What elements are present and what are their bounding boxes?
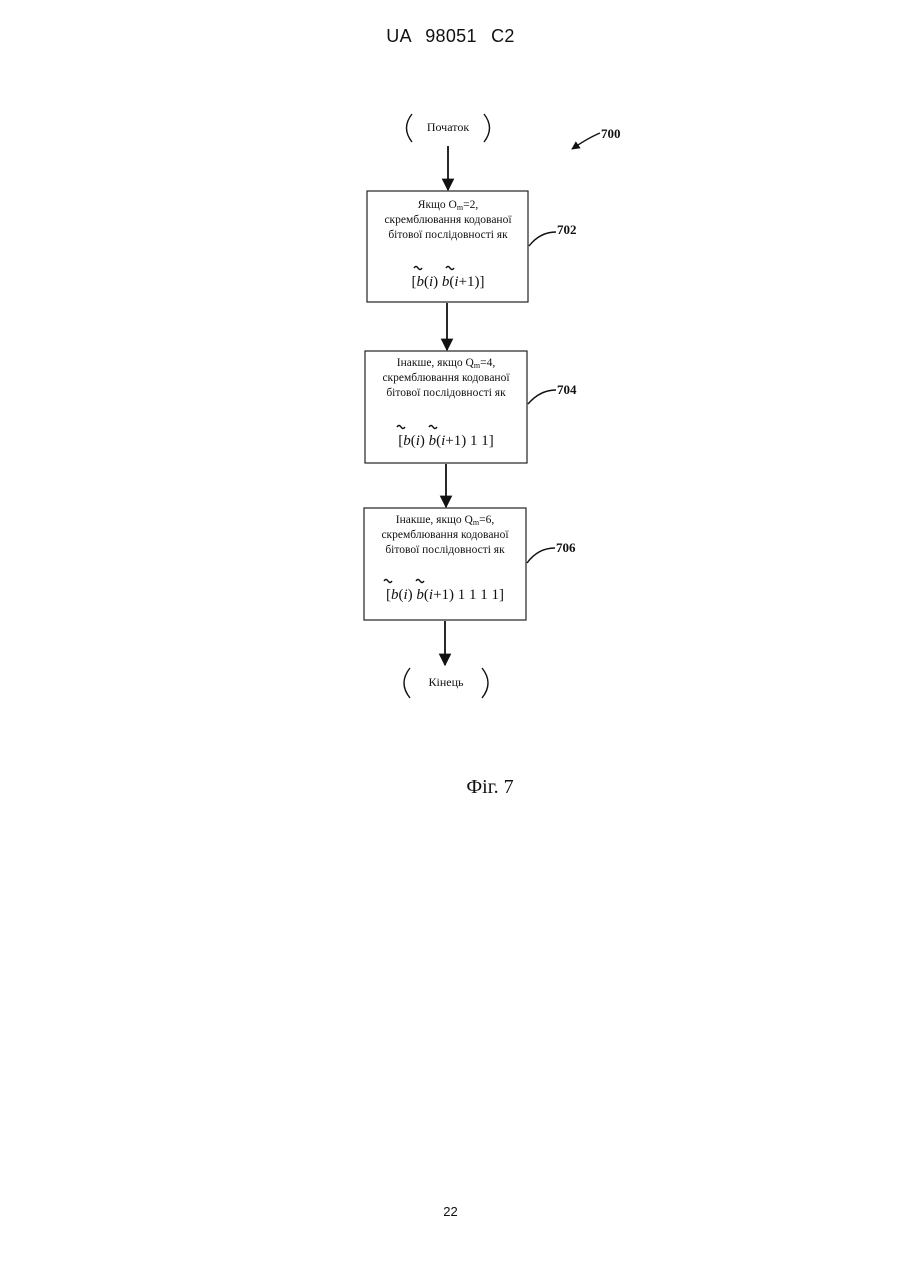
step-704-line2: скремблювання кодованої <box>382 372 510 384</box>
ref-callout-704: 704 <box>528 382 577 404</box>
end-terminator: Кінець <box>404 668 488 698</box>
page-number: 22 <box>0 1204 901 1219</box>
step-704-line3: бітової послідовності як <box>386 387 506 399</box>
flowchart-diagram: Початок 700 Якщо Om=2, скремблювання код… <box>0 0 901 900</box>
ref-callout-702: 702 <box>529 222 577 246</box>
step-704-ref: 704 <box>557 382 577 397</box>
step-box-704: Інакше, якщо Qm=4, скремблювання кодован… <box>365 351 527 463</box>
step-706-line3: бітової послідовності як <box>385 544 505 556</box>
step-702-line2: скремблювання кодованої <box>384 214 512 226</box>
step-706-line2: скремблювання кодованої <box>381 529 509 541</box>
step-704-condition: Інакше, якщо Qm=4, <box>397 357 496 370</box>
step-702-condition: Якщо Om=2, <box>418 199 479 212</box>
step-box-706: Інакше, якщо Qm=6, скремблювання кодован… <box>364 508 526 620</box>
step-702-ref: 702 <box>557 222 577 237</box>
step-706-formula: [b(i) b(i+1) 1 1 1 1] <box>386 587 504 603</box>
end-label: Кінець <box>429 675 465 689</box>
start-label: Початок <box>427 120 469 134</box>
figure-reference-700: 700 <box>572 126 621 149</box>
start-terminator: Початок <box>407 114 490 142</box>
step-box-702: Якщо Om=2, скремблювання кодованої бітов… <box>367 191 528 302</box>
figure-caption: Фіг. 7 <box>400 776 580 799</box>
figure-ref-label: 700 <box>601 126 621 141</box>
step-704-formula: [b(i) b(i+1) 1 1] <box>398 433 494 449</box>
ref-callout-706: 706 <box>527 540 576 563</box>
step-706-ref: 706 <box>556 540 576 555</box>
step-702-line3: бітової послідовності як <box>388 229 508 241</box>
step-702-formula: [b(i) b(i+1)] <box>411 274 484 290</box>
step-706-condition: Інакше, якщо Qm=6, <box>396 514 495 527</box>
